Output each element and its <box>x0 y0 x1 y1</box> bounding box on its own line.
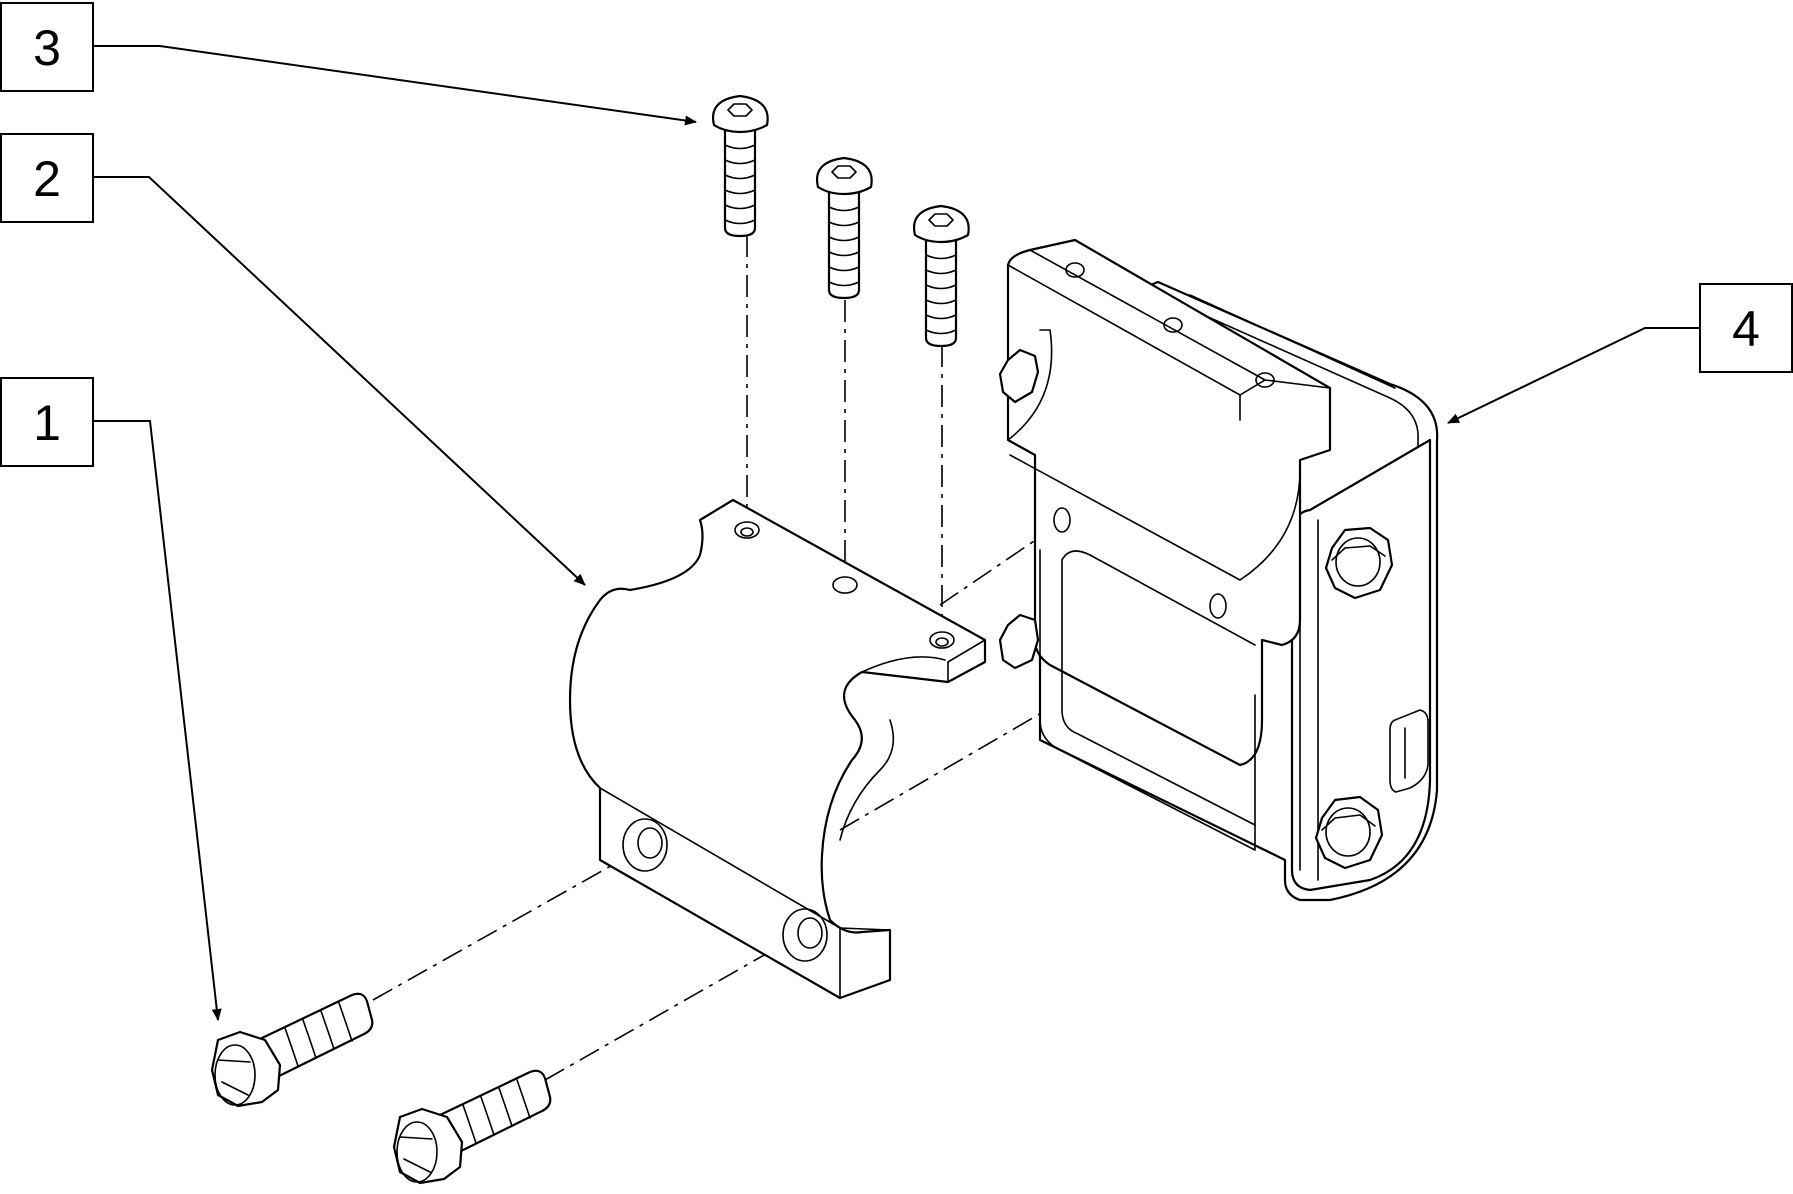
callout-2-label: 2 <box>33 151 61 207</box>
button-head-screw-2 <box>815 156 873 300</box>
hex-bolt-2 <box>392 1069 552 1185</box>
leader-line-4 <box>1447 327 1700 424</box>
callout-4: 4 <box>1699 283 1793 373</box>
callout-3: 3 <box>0 2 94 92</box>
hex-bolt-1 <box>210 992 374 1108</box>
callout-2: 2 <box>0 133 94 223</box>
hex-nut-lower <box>1314 795 1384 870</box>
clamp-body <box>998 238 1439 902</box>
callout-3-label: 3 <box>33 20 61 76</box>
hex-nut-upper <box>1324 526 1394 600</box>
button-head-screw-1 <box>711 94 769 238</box>
leader-lines <box>93 45 1700 1021</box>
button-head-screw-3 <box>912 204 970 348</box>
leader-line-1 <box>93 420 222 1021</box>
leader-line-3 <box>93 45 697 126</box>
saddle-bracket <box>568 498 987 1000</box>
callout-4-label: 4 <box>1732 301 1760 357</box>
leader-line-2 <box>93 176 586 586</box>
callout-1: 1 <box>0 377 94 467</box>
callout-1-label: 1 <box>33 395 61 451</box>
